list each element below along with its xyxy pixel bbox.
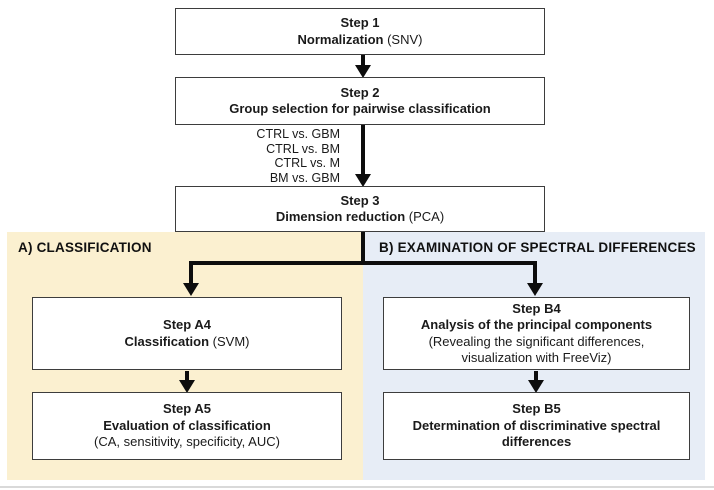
- stepA4-label: Classification (SVM): [125, 334, 250, 351]
- stepB4-title: Step B4: [512, 300, 561, 316]
- branch-connector-vertical: [361, 232, 365, 264]
- stepB4-label: Analysis of the principal components: [420, 317, 653, 332]
- step3-box: Step 3 Dimension reduction (PCA): [175, 186, 545, 232]
- arrow-branch-to-a4: [183, 265, 199, 296]
- arrow-step1-to-step2: [355, 55, 371, 78]
- stepA4-label-paren: (SVM): [212, 333, 250, 349]
- comparison-item: CTRL vs. BM: [266, 141, 340, 156]
- stepB5-title: Step B5: [512, 401, 561, 417]
- arrow-a4-to-a5: [179, 371, 195, 393]
- stepB5-box: Step B5 Determination of discriminative …: [383, 392, 690, 460]
- step1-label-paren: (SNV): [387, 31, 423, 47]
- comparison-item: CTRL vs. M: [274, 156, 340, 171]
- step1-box: Step 1 Normalization (SNV): [175, 8, 545, 55]
- stepB4-detail-line2: visualization with FreeViz): [461, 350, 612, 365]
- step1-label-bold: Normalization: [297, 31, 384, 47]
- branch-a-label: A) CLASSIFICATION: [18, 240, 152, 255]
- branch-connector-horizontal: [189, 261, 537, 265]
- comparison-item: BM vs. GBM: [269, 170, 340, 185]
- bottom-divider: [0, 486, 714, 488]
- stepA4-box: Step A4 Classification (SVM): [32, 297, 342, 370]
- step2-title: Step 2: [340, 84, 380, 100]
- stepA4-label-bold: Classification: [124, 333, 210, 349]
- stepA4-title: Step A4: [163, 317, 211, 332]
- stepB4-detail-line1: (Revealing the significant differences,: [428, 333, 645, 349]
- step3-title: Step 3: [340, 192, 380, 208]
- arrow-step2-to-step3: [355, 125, 371, 187]
- comparison-list: CTRL vs. GBM CTRL vs. BM CTRL vs. M BM v…: [256, 127, 340, 185]
- step3-label-paren: (PCA): [408, 209, 445, 224]
- arrow-branch-to-b4: [527, 265, 543, 296]
- comparison-item: CTRL vs. GBM: [256, 127, 340, 141]
- arrow-b4-to-b5: [528, 371, 544, 393]
- stepB5-label: Determination of discriminative spectral…: [412, 417, 661, 450]
- stepA5-detail: (CA, sensitivity, specificity, AUC): [94, 434, 280, 450]
- branch-b-label: B) EXAMINATION OF SPECTRAL DIFFERENCES: [379, 240, 696, 255]
- stepA5-title: Step A5: [163, 401, 211, 417]
- step1-title: Step 1: [340, 15, 380, 30]
- stepA5-label: Evaluation of classification: [103, 417, 271, 433]
- step2-label: Group selection for pairwise classificat…: [229, 101, 491, 116]
- step3-label: Dimension reduction (PCA): [276, 209, 444, 226]
- stepB4-box: Step B4 Analysis of the principal compon…: [383, 297, 690, 370]
- step3-label-bold: Dimension reduction: [275, 209, 406, 224]
- step1-label: Normalization (SNV): [298, 32, 423, 49]
- stepA5-box: Step A5 Evaluation of classification (CA…: [32, 392, 342, 460]
- step2-box: Step 2 Group selection for pairwise clas…: [175, 77, 545, 125]
